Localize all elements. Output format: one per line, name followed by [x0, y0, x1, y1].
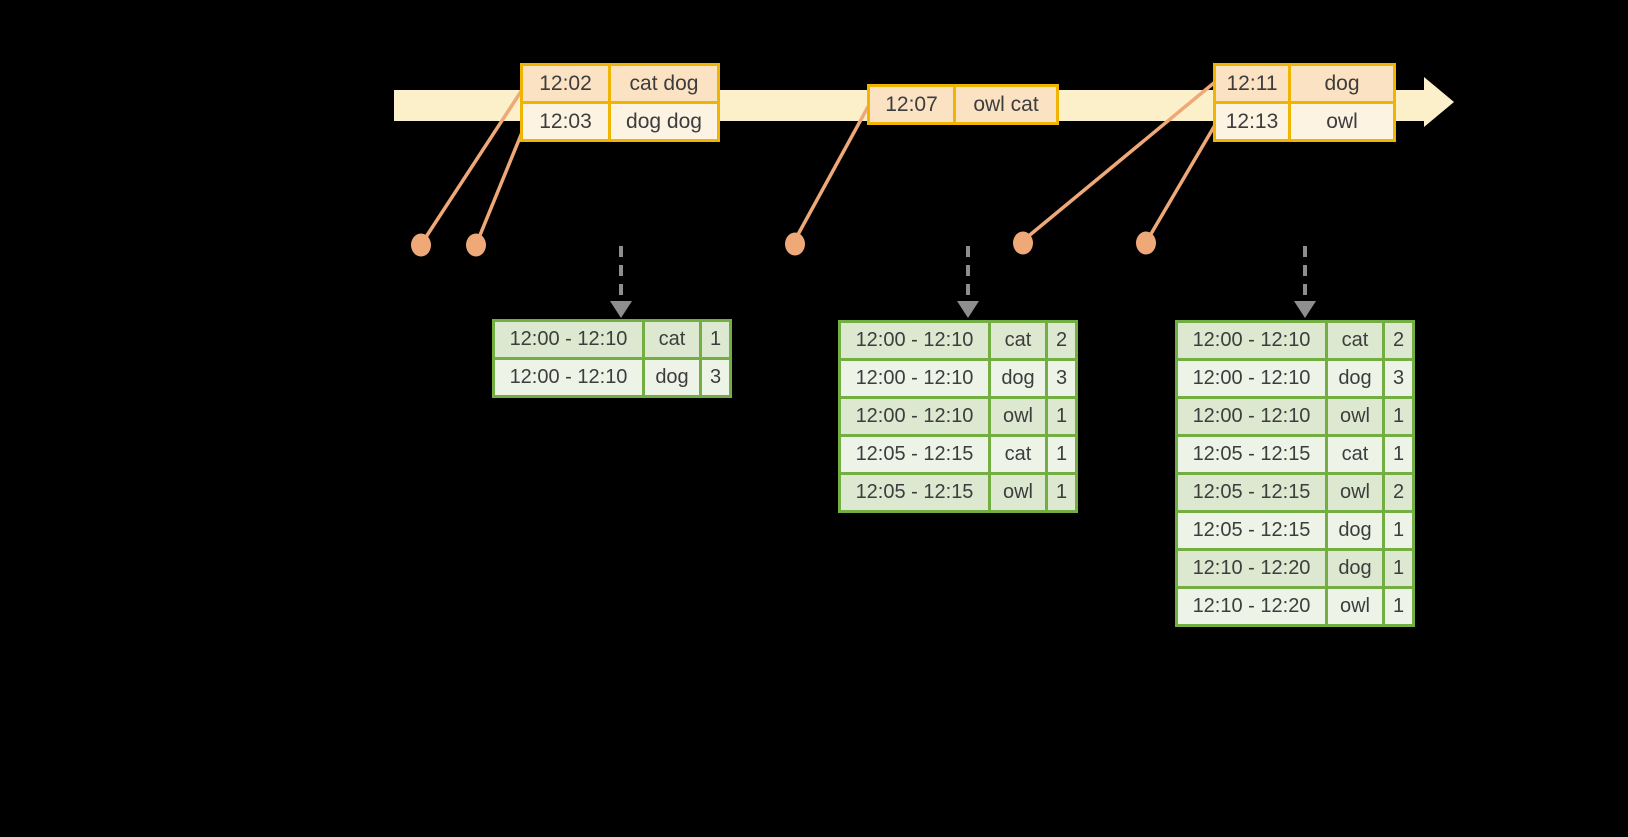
table-cell: 12:00 - 12:10 — [1178, 361, 1325, 396]
table-cell: owl — [991, 399, 1045, 434]
table-cell: 1 — [1048, 399, 1075, 434]
table-cell: dog dog — [611, 104, 717, 139]
table-cell: dog — [1328, 513, 1382, 548]
event-dot-icon — [466, 233, 486, 257]
table-cell: 12:00 - 12:10 — [841, 361, 988, 396]
table-cell: 12:05 - 12:15 — [841, 437, 988, 472]
table-cell: 3 — [1048, 361, 1075, 396]
table-cell: 12:05 - 12:15 — [1178, 513, 1325, 548]
table-cell: 12:10 - 12:20 — [1178, 589, 1325, 624]
table-cell: owl — [1328, 399, 1382, 434]
table-cell: 12:00 - 12:10 — [1178, 399, 1325, 434]
table-cell: 1 — [1385, 399, 1412, 434]
table-cell: owl — [991, 475, 1045, 510]
table-cell: 12:02 — [523, 66, 608, 101]
timeline-arrowhead-icon — [1424, 77, 1454, 127]
table-cell: dog — [991, 361, 1045, 396]
table-cell: 1 — [1385, 513, 1412, 548]
table-cell: 12:00 - 12:10 — [841, 323, 988, 358]
table-cell: 12:05 - 12:15 — [841, 475, 988, 510]
table-cell: 2 — [1048, 323, 1075, 358]
table-cell: owl cat — [956, 87, 1056, 122]
table-cell: cat — [645, 322, 699, 357]
table-cell: 12:00 - 12:10 — [495, 322, 642, 357]
table-cell: 12:11 — [1216, 66, 1288, 101]
event-dot-icon — [1136, 231, 1156, 255]
event-dot-icon — [411, 233, 431, 257]
table-cell: dog — [645, 360, 699, 395]
table-cell: 2 — [1385, 475, 1412, 510]
table-cell: owl — [1328, 589, 1382, 624]
trigger-arrow-icon — [957, 246, 979, 318]
table-cell: dog — [1328, 551, 1382, 586]
table-cell: cat — [991, 323, 1045, 358]
table-cell: 1 — [1385, 551, 1412, 586]
table-cell: dog — [1328, 361, 1382, 396]
event-connector-line — [1146, 124, 1217, 240]
table-cell: 12:05 - 12:15 — [1178, 437, 1325, 472]
table-cell: 12:00 - 12:10 — [1178, 323, 1325, 358]
table-cell: owl — [1328, 475, 1382, 510]
trigger-arrow-icon — [1294, 246, 1316, 318]
table-cell: cat — [1328, 437, 1382, 472]
table-cell: 3 — [1385, 361, 1412, 396]
table-cell: cat — [991, 437, 1045, 472]
table-cell: 1 — [1048, 437, 1075, 472]
table-cell: 12:00 - 12:10 — [841, 399, 988, 434]
table-cell: 3 — [702, 360, 729, 395]
event-dot-icon — [785, 232, 805, 256]
table-cell: 12:10 - 12:20 — [1178, 551, 1325, 586]
table-cell: 12:13 — [1216, 104, 1288, 139]
table-cell: 2 — [1385, 323, 1412, 358]
event-dot-icon — [1013, 231, 1033, 255]
table-cell: 1 — [1385, 589, 1412, 624]
trigger-arrow-icon — [610, 246, 632, 318]
table-cell: 12:07 — [870, 87, 953, 122]
table-cell: cat dog — [611, 66, 717, 101]
table-cell: 12:03 — [523, 104, 608, 139]
event-connector-line — [422, 89, 524, 241]
table-cell: owl — [1291, 104, 1393, 139]
table-cell: dog — [1291, 66, 1393, 101]
table-cell: 1 — [702, 322, 729, 357]
table-cell: 12:00 - 12:10 — [495, 360, 642, 395]
event-connector-line — [1023, 80, 1217, 241]
table-cell: 1 — [1048, 475, 1075, 510]
table-cell: cat — [1328, 323, 1382, 358]
table-cell: 1 — [1385, 437, 1412, 472]
table-cell: 12:05 - 12:15 — [1178, 475, 1325, 510]
event-connector-line — [476, 129, 525, 241]
event-connector-line — [793, 104, 871, 241]
